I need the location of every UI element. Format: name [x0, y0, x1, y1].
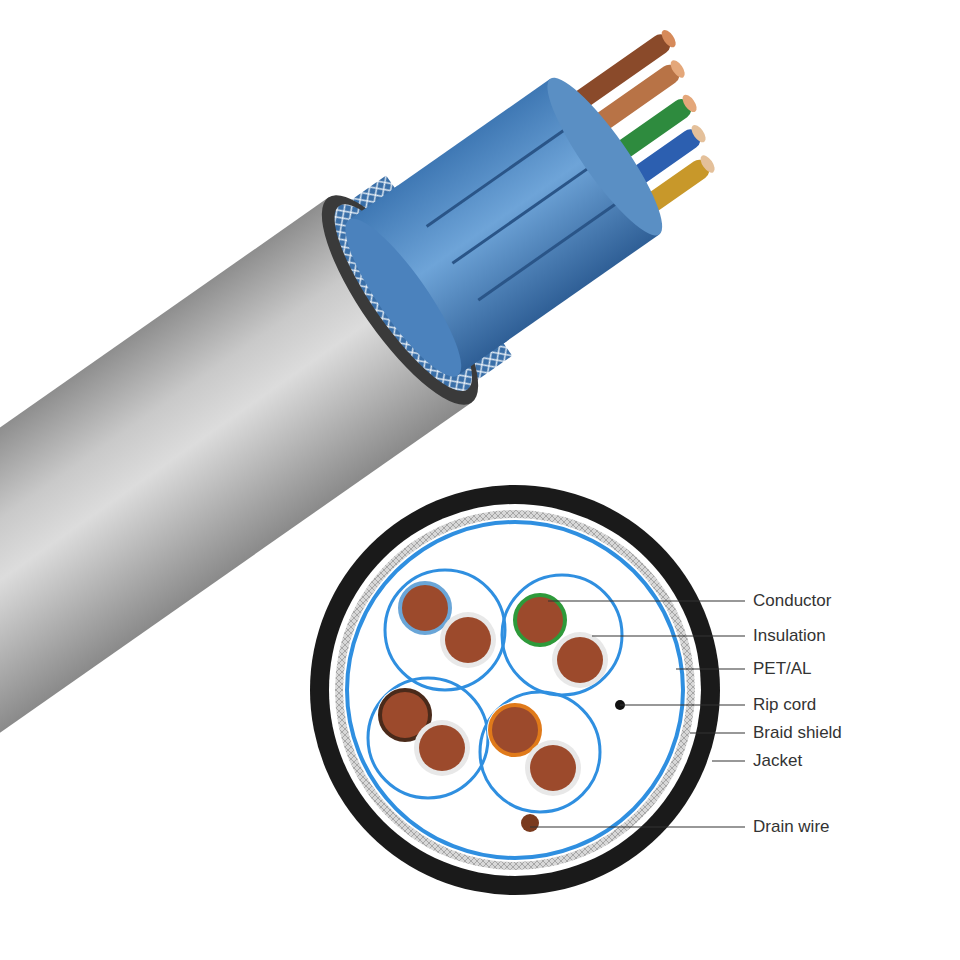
part-label: Rip cord	[753, 695, 816, 715]
cross-section	[310, 485, 720, 895]
conductors	[377, 580, 608, 796]
drain-wire	[521, 814, 539, 832]
part-label: Conductor	[753, 591, 831, 611]
part-label: Braid shield	[753, 723, 842, 743]
part-label: Insulation	[753, 626, 826, 646]
part-label: Drain wire	[753, 817, 830, 837]
part-label: Jacket	[753, 751, 802, 771]
part-label: PET/AL	[753, 659, 812, 679]
leader-lines	[530, 601, 745, 827]
